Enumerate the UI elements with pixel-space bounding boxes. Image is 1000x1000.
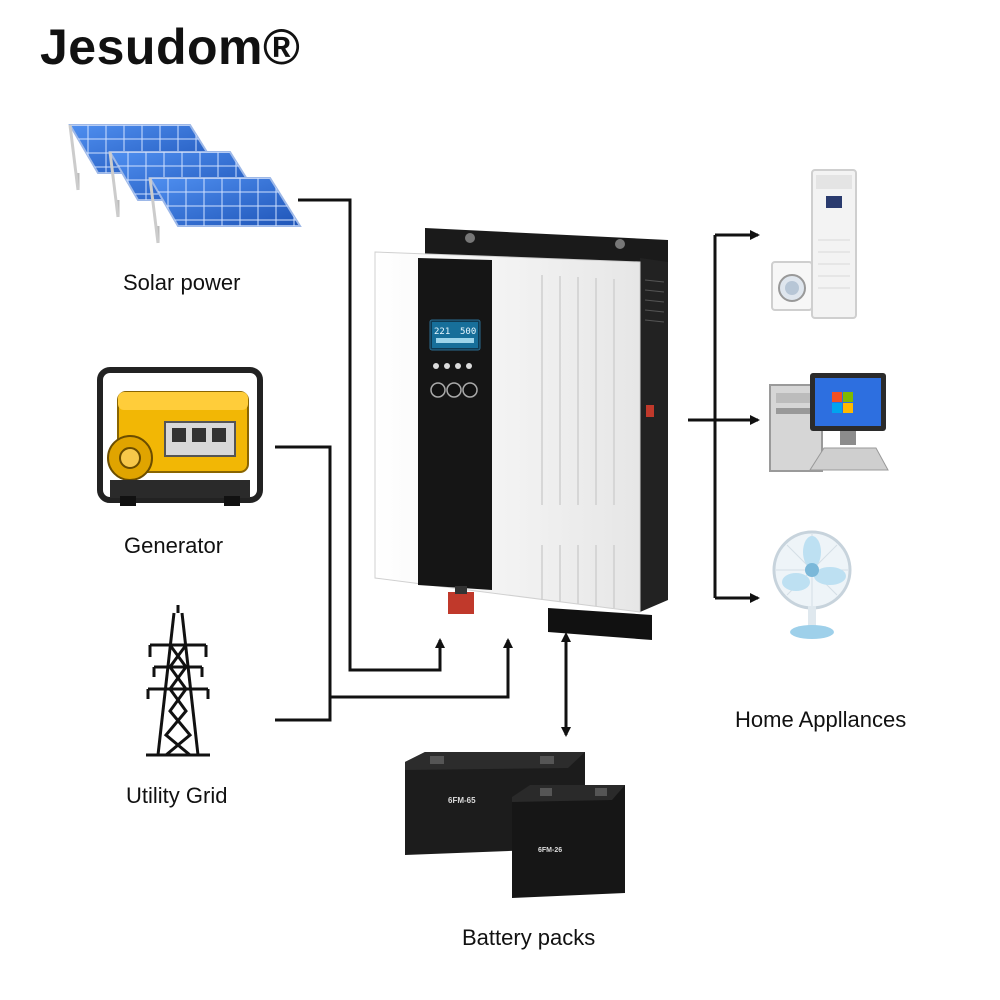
battery-icon: 6FM-65 6FM-26 [405,752,625,898]
power-tower-icon [146,605,210,757]
solar-connector [298,198,445,672]
connector-lines [275,198,760,737]
solar-panel-icon [68,124,302,244]
washing-machine-icon [771,261,813,311]
battery-small-model: 6FM-26 [538,847,562,854]
lcd-left-value: 221 [434,327,450,337]
inverter-button-3 [462,382,478,398]
solar-label: Solar power [123,270,241,295]
battery-large-model: 6FM-65 [448,796,476,805]
grid-label: Utility Grid [126,783,228,808]
appliances-label: Home Appllances [735,707,907,732]
grid-connector [275,697,332,722]
battery-label: Battery packs [462,925,596,950]
computer-icon [769,373,889,472]
brand-logo: Jesudom® [40,19,301,75]
inverter-button-2 [446,382,462,398]
generator-icon [97,367,263,506]
air-conditioner-icon [811,169,857,319]
inverter-button-1 [430,382,446,398]
inverter-icon: 221 500 [374,228,668,640]
fan-icon [772,530,852,639]
lcd-right-value: 500 [460,327,476,337]
generator-label: Generator [124,533,224,558]
